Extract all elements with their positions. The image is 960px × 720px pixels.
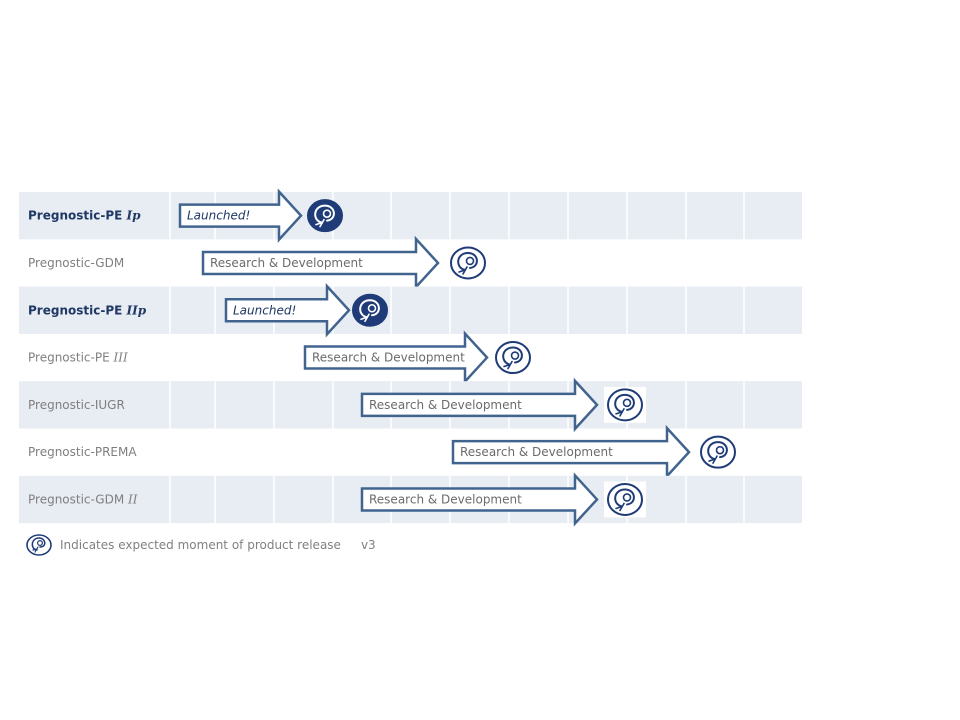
icon-fetus-limbs: [503, 360, 513, 370]
icon-circle: [450, 246, 486, 280]
row-label-base: Pregnostic-GDM: [28, 492, 128, 506]
legend: Indicates expected moment of product rel…: [26, 534, 376, 556]
legend-text: Indicates expected moment of product rel…: [60, 538, 341, 552]
icon-circle: [307, 199, 343, 233]
timeline-row: Pregnostic-GDM II Research & Development: [19, 472, 802, 527]
icon-fetus-head: [367, 303, 377, 313]
fetus-in-circle-icon: [26, 534, 52, 556]
arrow-label: Research & Development: [312, 351, 465, 365]
progress-arrow: [201, 235, 440, 291]
timeline-row: Pregnostic-IUGR Research & Development: [19, 377, 802, 433]
row-band: [19, 286, 802, 334]
timeline-row: Pregnostic-GDM Research & Development: [28, 235, 489, 291]
icon-fetus-head: [622, 493, 632, 502]
arrow-label: Research & Development: [369, 492, 522, 506]
row-label-base: Pregnostic-GDM: [28, 256, 124, 270]
row-label: Pregnostic-GDM II: [28, 492, 138, 506]
row-label-suffix: Ip: [125, 209, 141, 223]
icon-fetus-curve: [314, 204, 335, 224]
progress-arrow: [178, 188, 303, 243]
timeline-row: Pregnostic-PE III Research & Development: [28, 330, 534, 385]
timeline-row: Pregnostic-PREMA Research & Development: [28, 424, 739, 480]
icon-fetus-head: [622, 398, 632, 408]
release-icon: [604, 481, 646, 518]
icon-fetus-limbs: [615, 408, 625, 417]
timeline-row: Pregnostic-PE Ip Launched!: [19, 188, 802, 243]
icon-fetus-head: [715, 445, 725, 455]
legend-icon-part: [37, 539, 44, 547]
icon-fetus-head: [510, 351, 520, 360]
row-label: Pregnostic-IUGR: [28, 398, 125, 412]
icon-fetus-limbs: [360, 313, 370, 323]
row-band: [19, 192, 802, 240]
row-label-base: Pregnostic-PE: [28, 303, 126, 317]
icon-fetus-limbs: [708, 455, 718, 464]
icon-circle: [607, 482, 643, 516]
row-label-suffix: II: [127, 492, 138, 506]
arrow-label: Launched!: [187, 209, 250, 223]
icon-circle: [352, 293, 388, 327]
progress-arrow: [360, 377, 599, 433]
row-label: Pregnostic-GDM: [28, 256, 124, 270]
row-label: Pregnostic-PE IIp: [28, 303, 147, 317]
row-label-base: Pregnostic-IUGR: [28, 398, 125, 412]
version-label: v3: [360, 538, 376, 552]
timeline-row: Pregnostic-PE IIp Launched!: [19, 283, 802, 338]
icon-fetus-curve: [359, 299, 380, 319]
row-label-suffix: III: [113, 351, 128, 365]
arrow-label: Research & Development: [460, 445, 613, 459]
release-icon: [492, 339, 534, 376]
progress-arrow: [360, 472, 599, 527]
release-icon: [307, 199, 343, 233]
icon-fetus-limbs: [458, 266, 468, 275]
icon-fetus-curve: [614, 488, 635, 508]
progress-arrow: [224, 283, 351, 338]
icon-fetus-limbs: [615, 502, 625, 512]
arrow-label: Launched!: [233, 303, 296, 317]
release-icon: [604, 386, 646, 423]
progress-arrow: [451, 424, 691, 480]
row-label: Pregnostic-PE Ip: [28, 209, 141, 223]
release-icon: [697, 434, 739, 471]
legend-icon-part: [32, 546, 39, 553]
row-label-base: Pregnostic-PE: [28, 209, 126, 223]
icon-fetus-limbs: [315, 218, 325, 228]
icon-fetus-head: [322, 209, 332, 218]
row-label-suffix: IIp: [125, 303, 146, 317]
icon-fetus-curve: [502, 346, 523, 366]
icon-circle: [700, 435, 736, 469]
icon-fetus-curve: [707, 441, 728, 461]
icon-fetus-head: [465, 256, 475, 266]
release-icon: [447, 244, 489, 281]
row-label-base: Pregnostic-PE: [28, 351, 114, 365]
icon-circle: [495, 341, 531, 375]
release-icon: [352, 293, 388, 327]
icon-circle: [607, 388, 643, 422]
arrow-label: Research & Development: [210, 256, 363, 270]
icon-fetus-curve: [614, 393, 635, 413]
row-label: Pregnostic-PREMA: [28, 445, 137, 459]
row-label-base: Pregnostic-PREMA: [28, 445, 137, 459]
arrow-label: Research & Development: [369, 398, 522, 412]
row-label: Pregnostic-PE III: [28, 351, 128, 365]
progress-arrow: [303, 330, 489, 385]
icon-fetus-curve: [457, 251, 478, 271]
legend-icon-part: [31, 537, 46, 551]
